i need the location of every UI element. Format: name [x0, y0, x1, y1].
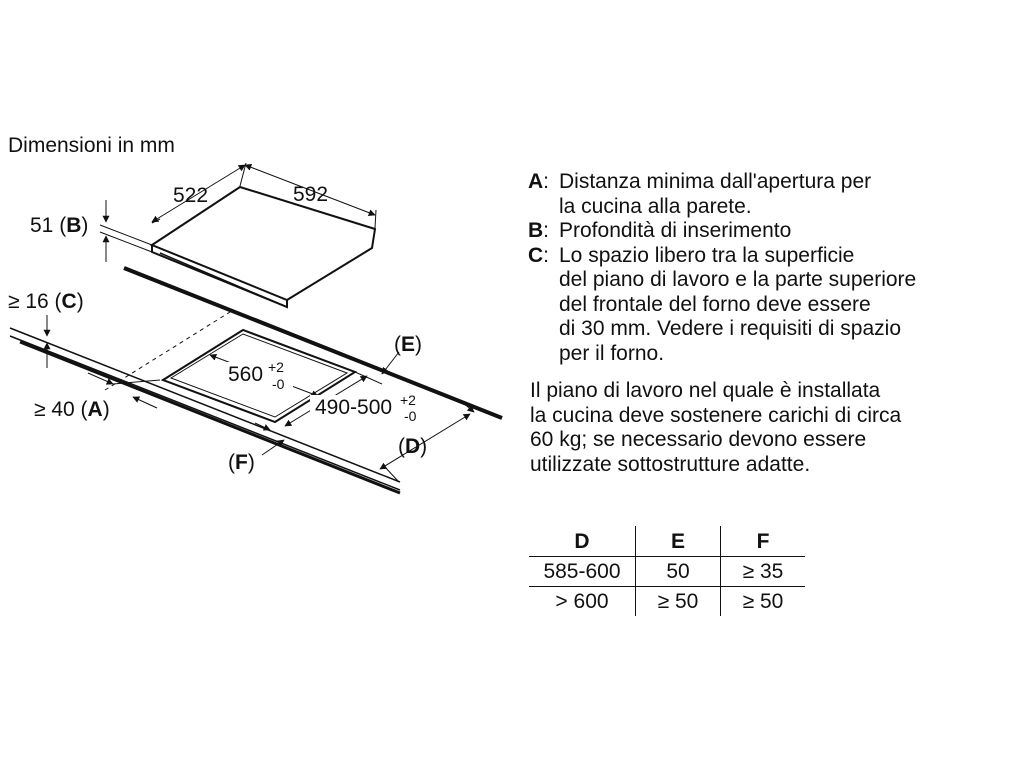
hob-side-face [151, 245, 288, 309]
table-cell-e: 50 [635, 556, 721, 587]
legend-key-a: A: [528, 170, 550, 193]
dim-d-extension [383, 465, 399, 482]
projection-dashed-left [104, 311, 231, 391]
dim-a-prefix: ≥ 40 [34, 398, 75, 421]
projection-dashed-lines [104, 311, 231, 391]
table-cell-e: ≥ 50 [635, 586, 721, 616]
cutout-depth-tol-lower: -0 [404, 408, 417, 424]
dim-a-arrow-left [87, 372, 114, 385]
table-header-d: D [529, 526, 636, 557]
dim-f-arrow-bottom [261, 439, 285, 456]
table-row: > 600 ≥ 50 ≥ 50 [529, 586, 805, 616]
worktop-front-edge-bottom [19, 340, 401, 495]
dim-a-dimension [87, 372, 161, 409]
dim-b-extension-top [99, 224, 153, 246]
worktop-front-edge-top [9, 327, 401, 483]
dim-f-label: (F) [228, 451, 255, 474]
legend-item-a: A: Distanza minima dall'apertura per la … [528, 170, 1008, 219]
hob-depth-value: 522 [173, 184, 208, 207]
dim-f-dimension [254, 422, 285, 456]
table-header-row: D E F [529, 526, 805, 557]
cutout-width-tol-lower: -0 [272, 376, 285, 392]
table-cell-d: 585-600 [529, 556, 636, 587]
dim-a-letter: A [88, 398, 103, 421]
table-header-e: E [635, 526, 721, 557]
table-header-f: F [720, 526, 805, 557]
cutout-depth-extension [354, 371, 383, 385]
table-cell-d: > 600 [529, 586, 636, 616]
page-title: Dimensioni in mm [8, 134, 175, 157]
legend-item-b: B: Profondità di inserimento [528, 219, 1008, 244]
dim-d-dim-line [379, 413, 471, 470]
cutout-depth-tol-upper: +2 [400, 392, 416, 408]
dim-d-dimension [379, 413, 471, 482]
hob-width-dim-line [244, 163, 376, 217]
hob-base-line [159, 252, 288, 308]
load-note: Il piano di lavoro nel quale è installat… [530, 379, 902, 476]
dim-c-label: ≥ 16 (C) [8, 290, 84, 313]
dim-e-letter: E [401, 333, 415, 356]
hob-width-dimension [244, 163, 377, 229]
dimensions-table: D E F 585-600 50 ≥ 35 > 600 ≥ 50 ≥ 50 [529, 526, 805, 616]
table-cell-f: ≥ 50 [742, 590, 784, 613]
dim-e-arrow-bottom [461, 401, 475, 413]
dim-f-arrow-top [254, 422, 271, 431]
cutout-depth-value: 490-500 [315, 396, 392, 419]
dim-a-arrow-right [132, 396, 158, 409]
dim-e-label: (E) [394, 333, 422, 356]
dim-b-letter: B [66, 214, 81, 237]
dim-a-extension-left [112, 379, 161, 385]
dim-f-letter: F [235, 451, 248, 474]
table-cell-f: ≥ 35 [720, 556, 805, 587]
dim-d-letter: D [405, 435, 420, 458]
legend-text-b: Profondità di inserimento [559, 219, 792, 242]
cutout-inner [169, 333, 349, 418]
legend-text-a: Distanza minima dall'apertura per la cuc… [559, 170, 872, 218]
dim-c-prefix: ≥ 16 [8, 290, 49, 313]
legend-text-c: Lo spazio libero tra la superficie del p… [559, 243, 917, 365]
hob-width-extension-right [374, 209, 377, 229]
legend-item-c: C: Lo spazio libero tra la superficie de… [528, 244, 1008, 367]
cutout-width-value: 560 [228, 363, 263, 386]
dim-e-dimension [381, 351, 475, 413]
dim-b-value: 51 [30, 214, 53, 237]
cutout-width-tol-upper: +2 [268, 359, 284, 375]
legend-key-b: B: [528, 219, 550, 242]
hob-width-value: 592 [293, 183, 328, 206]
dim-c-letter: C [62, 290, 77, 313]
dim-a-label: ≥ 40 (A) [34, 398, 110, 421]
dim-b-label: 51 (B) [30, 214, 88, 237]
dim-d-label: (D) [398, 435, 427, 458]
dim-e-arrow-top [381, 351, 400, 375]
hob-depth-dim-line [151, 164, 246, 223]
dim-b-dimension [99, 200, 153, 262]
wall-back-edge [123, 266, 503, 420]
worktop-front-edge-mid [9, 335, 401, 491]
cutout-width-label-bg [227, 362, 293, 390]
table-row: 585-600 50 ≥ 35 [529, 556, 805, 587]
legend: A: Distanza minima dall'apertura per la … [528, 170, 1008, 366]
worktop-front-edge [9, 327, 401, 495]
legend-key-c: C: [528, 243, 550, 267]
